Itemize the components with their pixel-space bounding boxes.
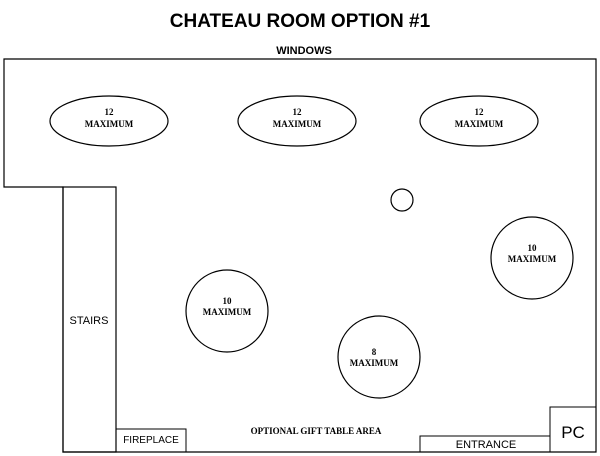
table-round-5 (185, 269, 269, 353)
table-oval-3 (419, 95, 539, 147)
table-4-capacity: MAXIMUM (508, 254, 557, 264)
table-6-capacity: MAXIMUM (350, 358, 399, 368)
pc-area (549, 406, 597, 453)
fireplace-area (115, 428, 187, 453)
stairs-label: STAIRS (70, 315, 109, 327)
page-title: CHATEAU ROOM OPTION #1 (170, 11, 431, 32)
table-6-number: 8 (372, 347, 377, 357)
table-1-number: 12 (105, 107, 115, 117)
table-3-capacity: MAXIMUM (455, 119, 504, 129)
table-4-number: 10 (528, 243, 538, 253)
table-oval-2 (237, 95, 357, 147)
table-round-4 (490, 216, 574, 300)
table-oval-1 (49, 95, 169, 147)
fireplace-label: FIREPLACE (123, 435, 179, 446)
table-2-capacity: MAXIMUM (273, 119, 322, 129)
windows-label: WINDOWS (276, 45, 332, 57)
table-5-number: 10 (223, 296, 233, 306)
table-round-6 (337, 315, 421, 399)
pc-label: PC (561, 423, 585, 442)
table-1-capacity: MAXIMUM (85, 119, 134, 129)
table-5-capacity: MAXIMUM (203, 307, 252, 317)
gift-table-label: OPTIONAL GIFT TABLE AREA (251, 426, 382, 436)
small-round-fixture (390, 188, 414, 212)
table-3-number: 12 (475, 107, 485, 117)
stairs-area (62, 186, 117, 453)
table-2-number: 12 (293, 107, 303, 117)
entrance-label: ENTRANCE (456, 439, 517, 451)
